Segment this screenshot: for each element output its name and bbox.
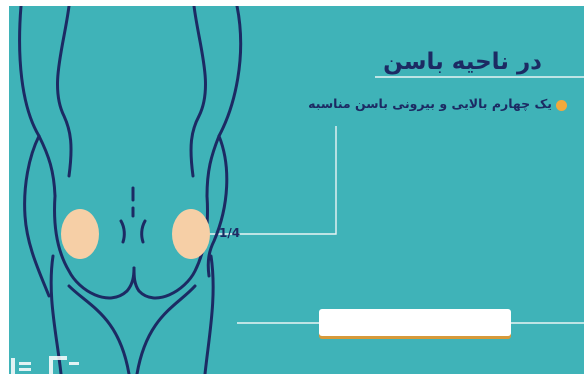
- right-injection-area: [172, 209, 210, 259]
- quarter-label: 1/4: [219, 226, 240, 240]
- left-torso: [58, 6, 72, 176]
- slide-title: در ناحیه باسن: [383, 48, 542, 76]
- slide-frame: در ناحیه باسن یک چهارم بالایی و بیرونی ب…: [9, 6, 584, 374]
- right-torso: [191, 6, 205, 176]
- left-injection-area: [61, 209, 99, 259]
- left-dimple: [121, 221, 124, 242]
- left-arm-outer: [20, 6, 55, 196]
- left-inner-leg: [69, 286, 129, 374]
- body-outline: [20, 6, 241, 374]
- pointer-line: [199, 126, 336, 234]
- logo-watermark-icon: [11, 356, 79, 374]
- caption-box: [319, 309, 511, 336]
- right-inner-leg: [137, 286, 195, 374]
- left-hand: [25, 136, 49, 296]
- right-arm-outer: [207, 6, 241, 196]
- orange-dot-icon: [556, 100, 567, 111]
- right-dimple: [142, 221, 145, 242]
- bullet-text: یک چهارم بالایی و بیرونی باسن مناسبه: [308, 96, 552, 111]
- guide-lines: [199, 77, 584, 323]
